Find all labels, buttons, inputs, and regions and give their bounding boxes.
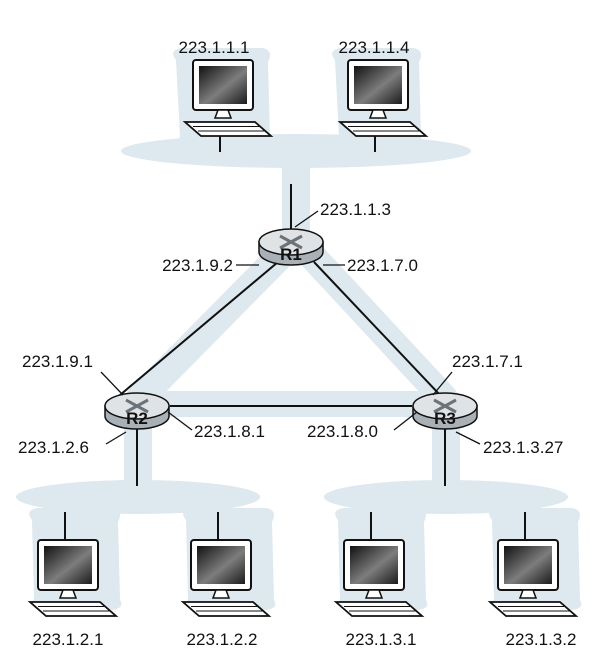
router-r2: R2 [103,391,171,431]
router-label-r2: R2 [126,409,148,428]
host-ip-label: 223.1.1.1 [179,38,250,57]
interface-label-r2-top: 223.1.9.1 [22,352,93,371]
host-ip-label: 223.1.1.4 [339,38,410,57]
host-ip-label: 223.1.2.2 [187,630,258,649]
host-ip-label: 223.1.2.1 [33,630,104,649]
router-r1: R1 [257,227,325,267]
router-label-r1: R1 [280,245,302,264]
router-r3: R3 [411,391,479,431]
interface-label-r1-left: 223.1.9.2 [162,256,233,275]
interface-label-r2-bottom: 223.1.2.6 [18,438,89,457]
router-label-r3: R3 [434,409,456,428]
host-ip-label: 223.1.3.2 [506,630,577,649]
interface-label-r3-bottom: 223.1.3.27 [483,438,563,457]
interface-label-r2-right: 223.1.8.1 [194,422,265,441]
interface-label-r3-left: 223.1.8.0 [307,422,378,441]
interface-label-r1-top: 223.1.1.3 [320,200,391,219]
interface-label-r3-top: 223.1.7.1 [452,352,523,371]
host-ip-label: 223.1.3.1 [346,630,417,649]
interface-label-r1-right: 223.1.7.0 [347,256,418,275]
